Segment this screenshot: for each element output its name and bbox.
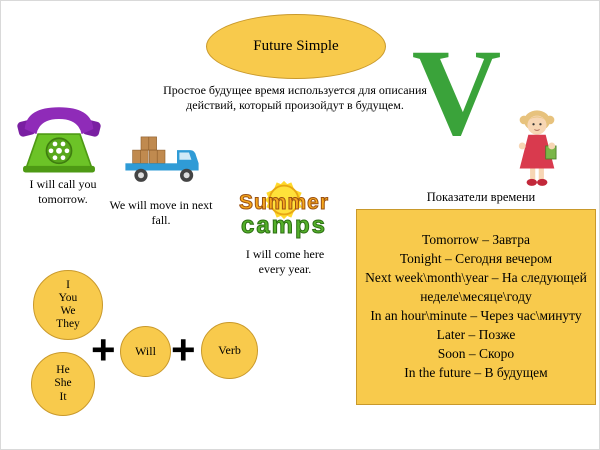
truck-caption: We will move in next fall. [109,198,213,227]
truck-svg [125,136,199,182]
check-v-letter: V [411,24,502,161]
time-marker-item: In the future – В будущем [404,364,548,380]
verb-circle: Verb [201,322,258,379]
camp-caption: I will come here every year. [245,247,325,276]
time-markers-heading: Показатели времени [426,190,536,204]
camp-logo-bottom-text: camps [240,212,328,240]
time-marker-item: Tomorrow – Завтра [422,232,530,248]
telephone-svg [17,107,101,173]
will-circle: Will [120,326,171,377]
phone-caption: I will call you tomorrow. [29,177,97,206]
time-marker-item: Soon – Скоро [437,345,515,361]
sun-icon [264,180,304,220]
subjects-circle-singular: He She It [31,352,95,416]
time-marker-item: Tonight – Сегодня вечером [399,251,553,267]
time-markers-box: Tomorrow – Завтра Tonight – Сегодня вече… [356,209,596,405]
title-ellipse: Future Simple [206,14,386,79]
page-title: Future Simple [253,38,339,54]
camp-logo-top-text: Summer [238,191,330,215]
time-marker-item: Next week\month\year – На следующей неде… [365,270,587,305]
truck-icon [123,131,201,189]
doll-icon [511,107,563,191]
telephone-icon [13,97,105,177]
subjects-circle-plural: I You We They [33,270,103,340]
plus-sign-2: + [171,326,196,373]
time-marker-item: Later – Позже [436,326,516,342]
plus-sign-1: + [91,326,116,373]
description-text: Простое будущее время используется для о… [163,83,427,113]
doll-svg [518,110,557,186]
summer-camps-logo: Summer camps [233,177,335,245]
time-marker-item: In an hour\minute – Через час\минуту [370,308,582,323]
